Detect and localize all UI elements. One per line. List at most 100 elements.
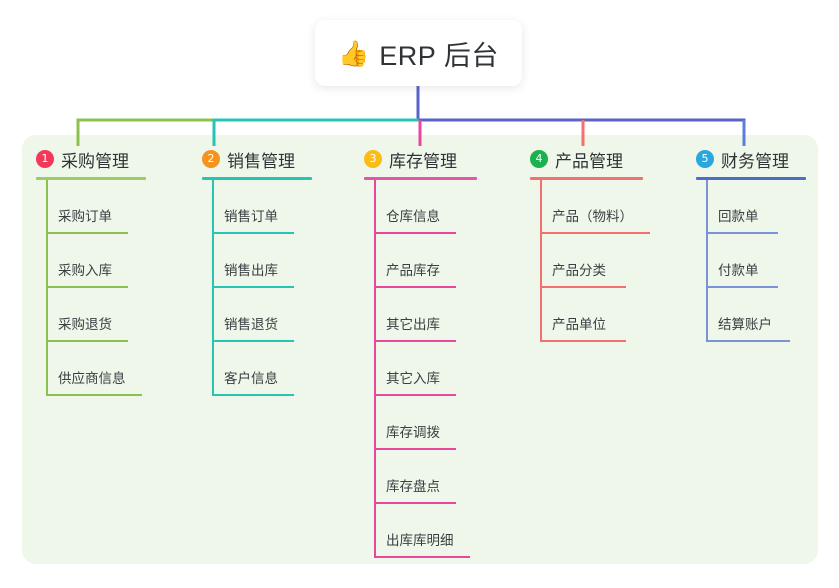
- leaf-item-rule: [706, 286, 778, 288]
- branch-column-5: 5 财务管理回款单付款单结算账户: [696, 146, 806, 342]
- leaf-item-rule: [374, 340, 456, 342]
- branch-title: 采购管理: [61, 151, 129, 171]
- branch-number-badge: 2: [202, 150, 220, 168]
- branch-number-badge: 5: [696, 150, 714, 168]
- leaf-item[interactable]: 出库库明细: [364, 504, 477, 558]
- leaf-item-label: 其它入库: [386, 371, 440, 386]
- leaf-item-rule: [374, 556, 470, 558]
- leaf-item-rule: [540, 340, 626, 342]
- branch-items: 回款单付款单结算账户: [696, 180, 806, 342]
- root-node[interactable]: 👍 ERP 后台: [315, 20, 522, 86]
- leaf-item-label: 销售订单: [224, 209, 278, 224]
- leaf-item-label: 其它出库: [386, 317, 440, 332]
- leaf-item-rule: [706, 232, 778, 234]
- branch-title: 产品管理: [555, 151, 623, 171]
- leaf-item-label: 产品（物料）: [552, 209, 633, 224]
- leaf-item-label: 销售出库: [224, 263, 278, 278]
- leaf-item[interactable]: 库存盘点: [364, 450, 477, 504]
- leaf-item[interactable]: 采购订单: [36, 180, 146, 234]
- leaf-item-rule: [212, 340, 294, 342]
- branch-title: 财务管理: [721, 151, 789, 171]
- leaf-item-label: 产品库存: [386, 263, 440, 278]
- leaf-item-label: 付款单: [718, 263, 759, 278]
- branch-spine: [540, 180, 542, 342]
- thumbs-up-icon: 👍: [338, 38, 370, 68]
- leaf-item-rule: [212, 232, 294, 234]
- leaf-item-rule: [706, 340, 790, 342]
- leaf-item[interactable]: 付款单: [696, 234, 806, 288]
- leaf-item-rule: [46, 286, 128, 288]
- leaf-item-label: 库存调拨: [386, 425, 440, 440]
- leaf-item[interactable]: 产品（物料）: [530, 180, 650, 234]
- leaf-item-rule: [46, 340, 128, 342]
- leaf-item-rule: [46, 394, 142, 396]
- leaf-item[interactable]: 其它入库: [364, 342, 477, 396]
- leaf-item-rule: [374, 502, 456, 504]
- branch-title: 库存管理: [389, 151, 457, 171]
- branch-spine: [212, 180, 214, 396]
- leaf-item-rule: [374, 232, 456, 234]
- leaf-item-label: 客户信息: [224, 371, 278, 386]
- leaf-item-rule: [374, 286, 456, 288]
- branch-number-badge: 1: [36, 150, 54, 168]
- branch-items: 仓库信息产品库存其它出库其它入库库存调拨库存盘点出库库明细: [364, 180, 477, 558]
- leaf-item-rule: [374, 394, 456, 396]
- leaf-item-rule: [46, 232, 128, 234]
- leaf-item-label: 产品单位: [552, 317, 606, 332]
- branch-items: 采购订单采购入库采购退货供应商信息: [36, 180, 146, 396]
- branches-panel: [22, 135, 818, 564]
- leaf-item[interactable]: 销售订单: [202, 180, 312, 234]
- root-title: ERP 后台: [379, 40, 499, 71]
- leaf-item-label: 销售退货: [224, 317, 278, 332]
- leaf-item[interactable]: 产品分类: [530, 234, 643, 288]
- branch-items: 产品（物料） 产品分类产品单位: [530, 180, 650, 342]
- leaf-item[interactable]: 采购退货: [36, 288, 146, 342]
- leaf-item-label: 采购退货: [58, 317, 112, 332]
- leaf-item[interactable]: 仓库信息: [364, 180, 477, 234]
- branch-header-rule: [530, 177, 643, 180]
- leaf-item-label: 产品分类: [552, 263, 606, 278]
- branch-items: 销售订单销售出库销售退货客户信息: [202, 180, 312, 396]
- leaf-item-label: 供应商信息: [58, 371, 126, 386]
- branch-header-3[interactable]: 3 库存管理: [364, 146, 477, 172]
- leaf-item-label: 采购订单: [58, 209, 112, 224]
- leaf-item-label: 仓库信息: [386, 209, 440, 224]
- leaf-item[interactable]: 其它出库: [364, 288, 477, 342]
- branch-header-rule: [364, 177, 477, 180]
- branch-header-rule: [36, 177, 146, 180]
- leaf-item-rule: [374, 448, 456, 450]
- branch-header-1[interactable]: 1 采购管理: [36, 146, 146, 172]
- leaf-item[interactable]: 客户信息: [202, 342, 312, 396]
- branch-column-3: 3 库存管理仓库信息产品库存其它出库其它入库库存调拨库存盘点出库库明细: [364, 146, 477, 558]
- leaf-item[interactable]: 供应商信息: [36, 342, 146, 396]
- leaf-item[interactable]: 结算账户: [696, 288, 806, 342]
- leaf-item[interactable]: 销售出库: [202, 234, 312, 288]
- branch-column-1: 1 采购管理采购订单采购入库采购退货供应商信息: [36, 146, 146, 396]
- leaf-item[interactable]: 采购入库: [36, 234, 146, 288]
- leaf-item-label: 结算账户: [718, 317, 772, 332]
- branch-spine: [374, 180, 376, 558]
- leaf-item[interactable]: 产品单位: [530, 288, 643, 342]
- leaf-item-label: 回款单: [718, 209, 759, 224]
- leaf-item-label: 库存盘点: [386, 479, 440, 494]
- leaf-item[interactable]: 库存调拨: [364, 396, 477, 450]
- branch-header-rule: [202, 177, 312, 180]
- branch-number-badge: 3: [364, 150, 382, 168]
- leaf-item[interactable]: 产品库存: [364, 234, 477, 288]
- leaf-item-label: 采购入库: [58, 263, 112, 278]
- branch-header-rule: [696, 177, 806, 180]
- leaf-item-rule: [212, 394, 294, 396]
- leaf-item-rule: [540, 232, 650, 234]
- leaf-item-rule: [212, 286, 294, 288]
- branch-header-5[interactable]: 5 财务管理: [696, 146, 806, 172]
- leaf-item-label: 出库库明细: [386, 533, 454, 548]
- leaf-item[interactable]: 回款单: [696, 180, 806, 234]
- leaf-item-rule: [540, 286, 626, 288]
- leaf-item[interactable]: 销售退货: [202, 288, 312, 342]
- branch-spine: [706, 180, 708, 342]
